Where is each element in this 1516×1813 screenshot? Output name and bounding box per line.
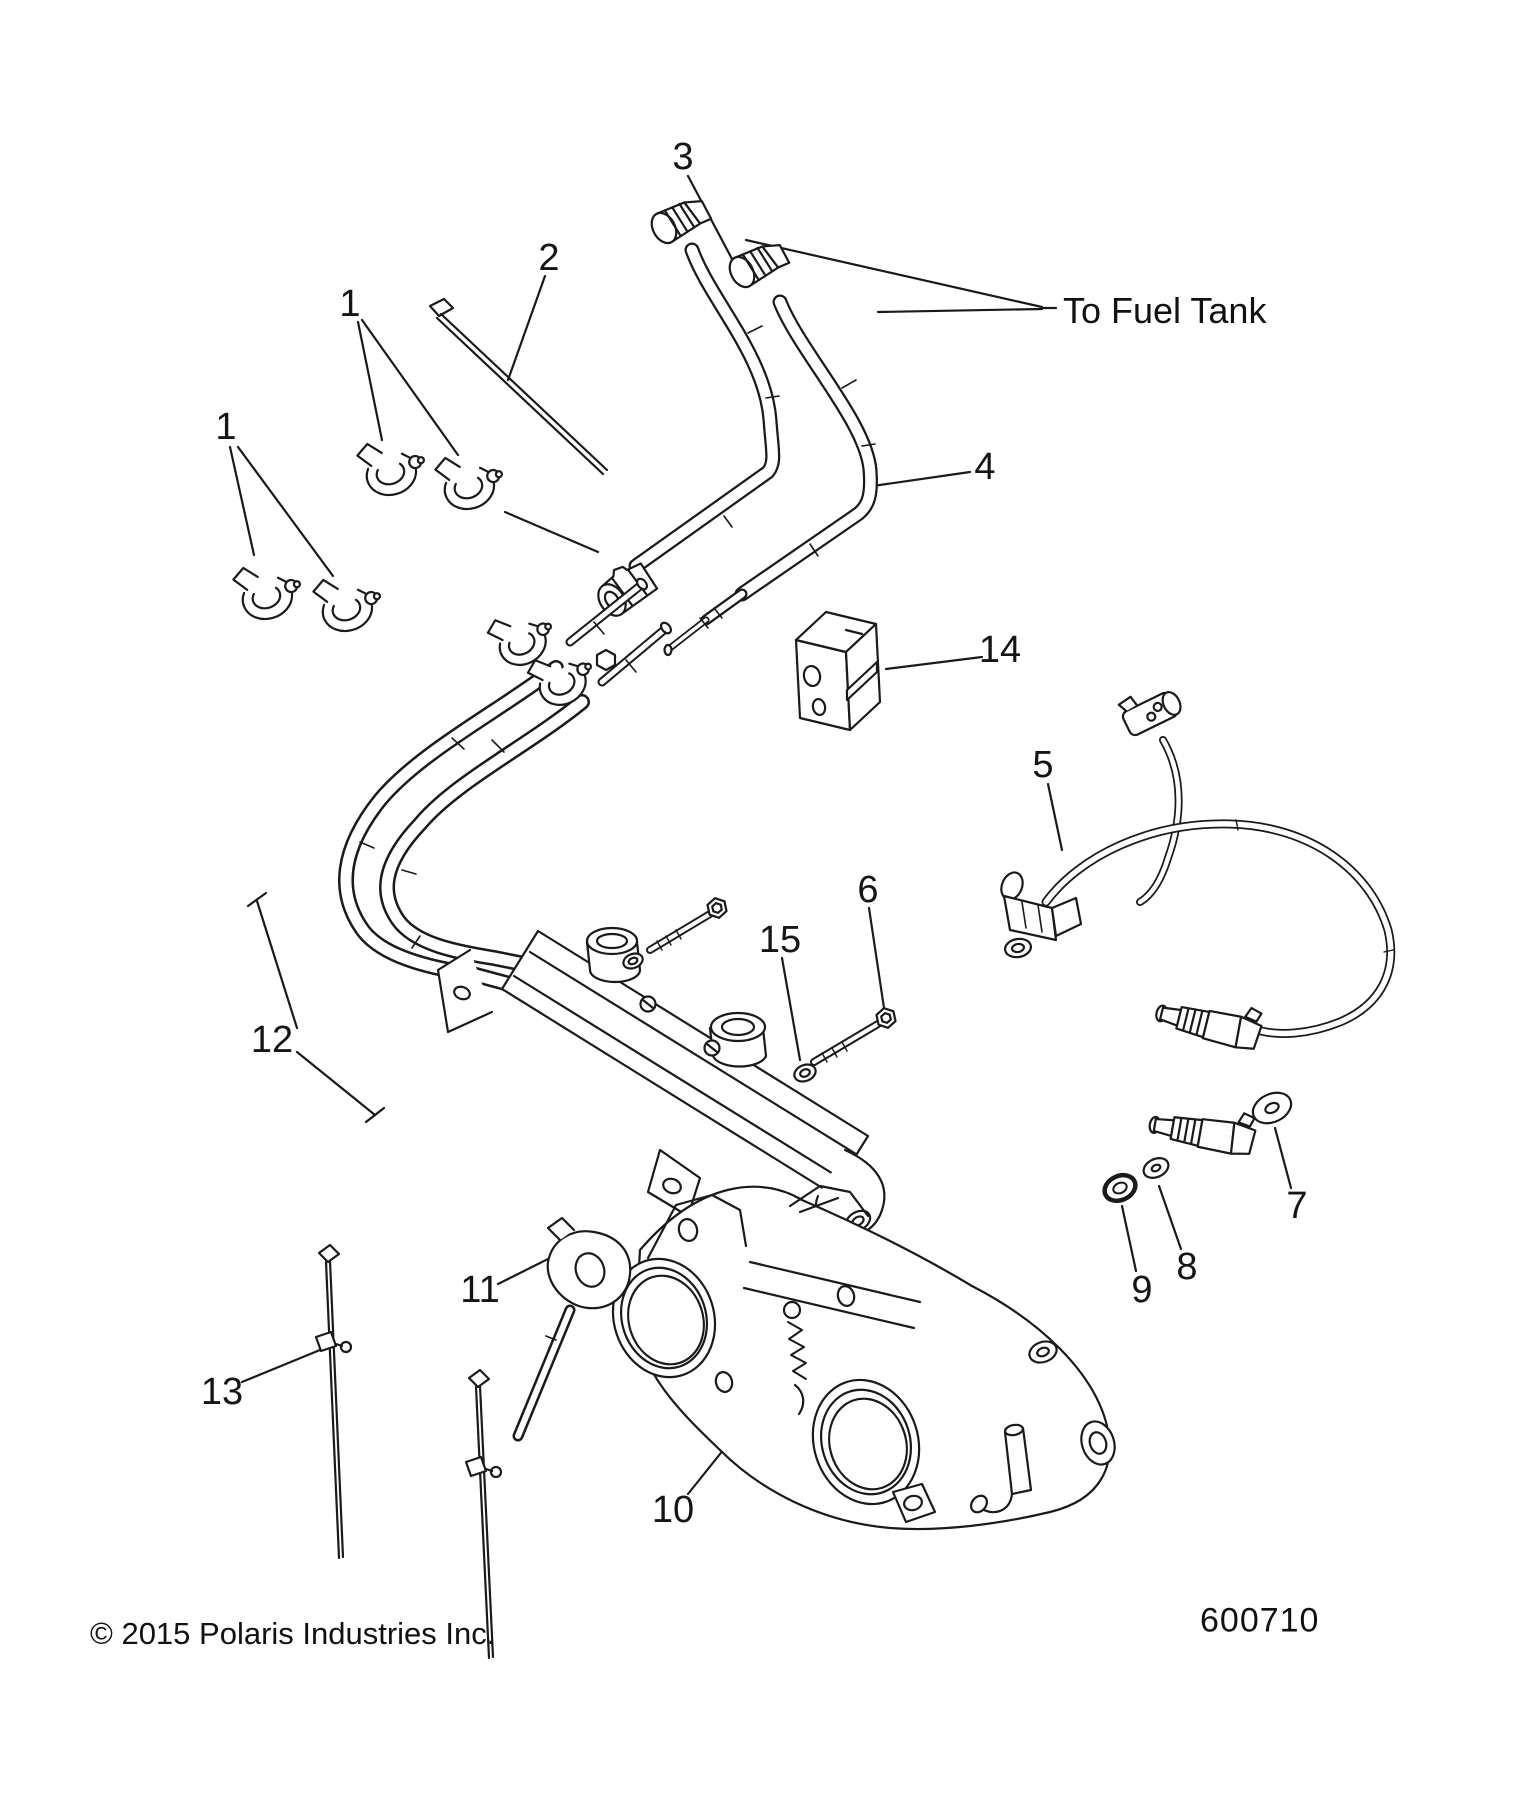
throttle-body-10: [598, 1186, 1120, 1529]
seal-9: [1100, 1170, 1139, 1205]
fuel-line-4: [665, 235, 876, 655]
clamp-1c: [229, 551, 309, 627]
fuel-hose-5: [997, 678, 1393, 1054]
callout-3: 3: [672, 136, 694, 178]
callout-4: 4: [974, 446, 996, 488]
washer-15b: [792, 1061, 818, 1084]
callout-12: 12: [250, 1019, 294, 1061]
bolt-6b: [814, 1005, 900, 1062]
washer-15a: [621, 951, 645, 971]
callout-1-upper: 1: [339, 283, 361, 325]
callout-2: 2: [538, 237, 560, 279]
clamp-1b: [431, 441, 511, 517]
to-fuel-tank-annotation: To Fuel Tank: [1063, 290, 1267, 331]
throttle-position-sensor-11: [518, 1218, 630, 1436]
callout-5: 5: [1032, 744, 1054, 786]
cable-tie-13a: [316, 1245, 351, 1558]
callout-8: 8: [1176, 1246, 1198, 1288]
cable-tie-13b: [466, 1370, 501, 1658]
copyright-text: © 2015 Polaris Industries Inc.: [90, 1616, 496, 1651]
o-ring-8: [1140, 1154, 1171, 1181]
callout-1-left: 1: [215, 406, 237, 448]
fuel-line-3: [587, 191, 779, 622]
fuel-injector-8: [1146, 1096, 1260, 1159]
cable-tie-2: [430, 299, 607, 474]
isolator-block-14: [796, 612, 880, 730]
callout-9: 9: [1131, 1269, 1153, 1311]
callout-10: 10: [651, 1489, 695, 1531]
callout-15: 15: [758, 919, 802, 961]
callout-7: 7: [1286, 1185, 1308, 1227]
bolt-6a: [650, 895, 731, 950]
callout-14: 14: [978, 629, 1022, 671]
figure-number: 600710: [1200, 1601, 1320, 1640]
clamp-1d: [309, 563, 389, 639]
washer-7: [1248, 1087, 1296, 1129]
callout-13: 13: [200, 1371, 244, 1413]
callout-6: 6: [857, 869, 879, 911]
callout-11: 11: [460, 1269, 500, 1311]
clamp-1a: [353, 427, 433, 503]
